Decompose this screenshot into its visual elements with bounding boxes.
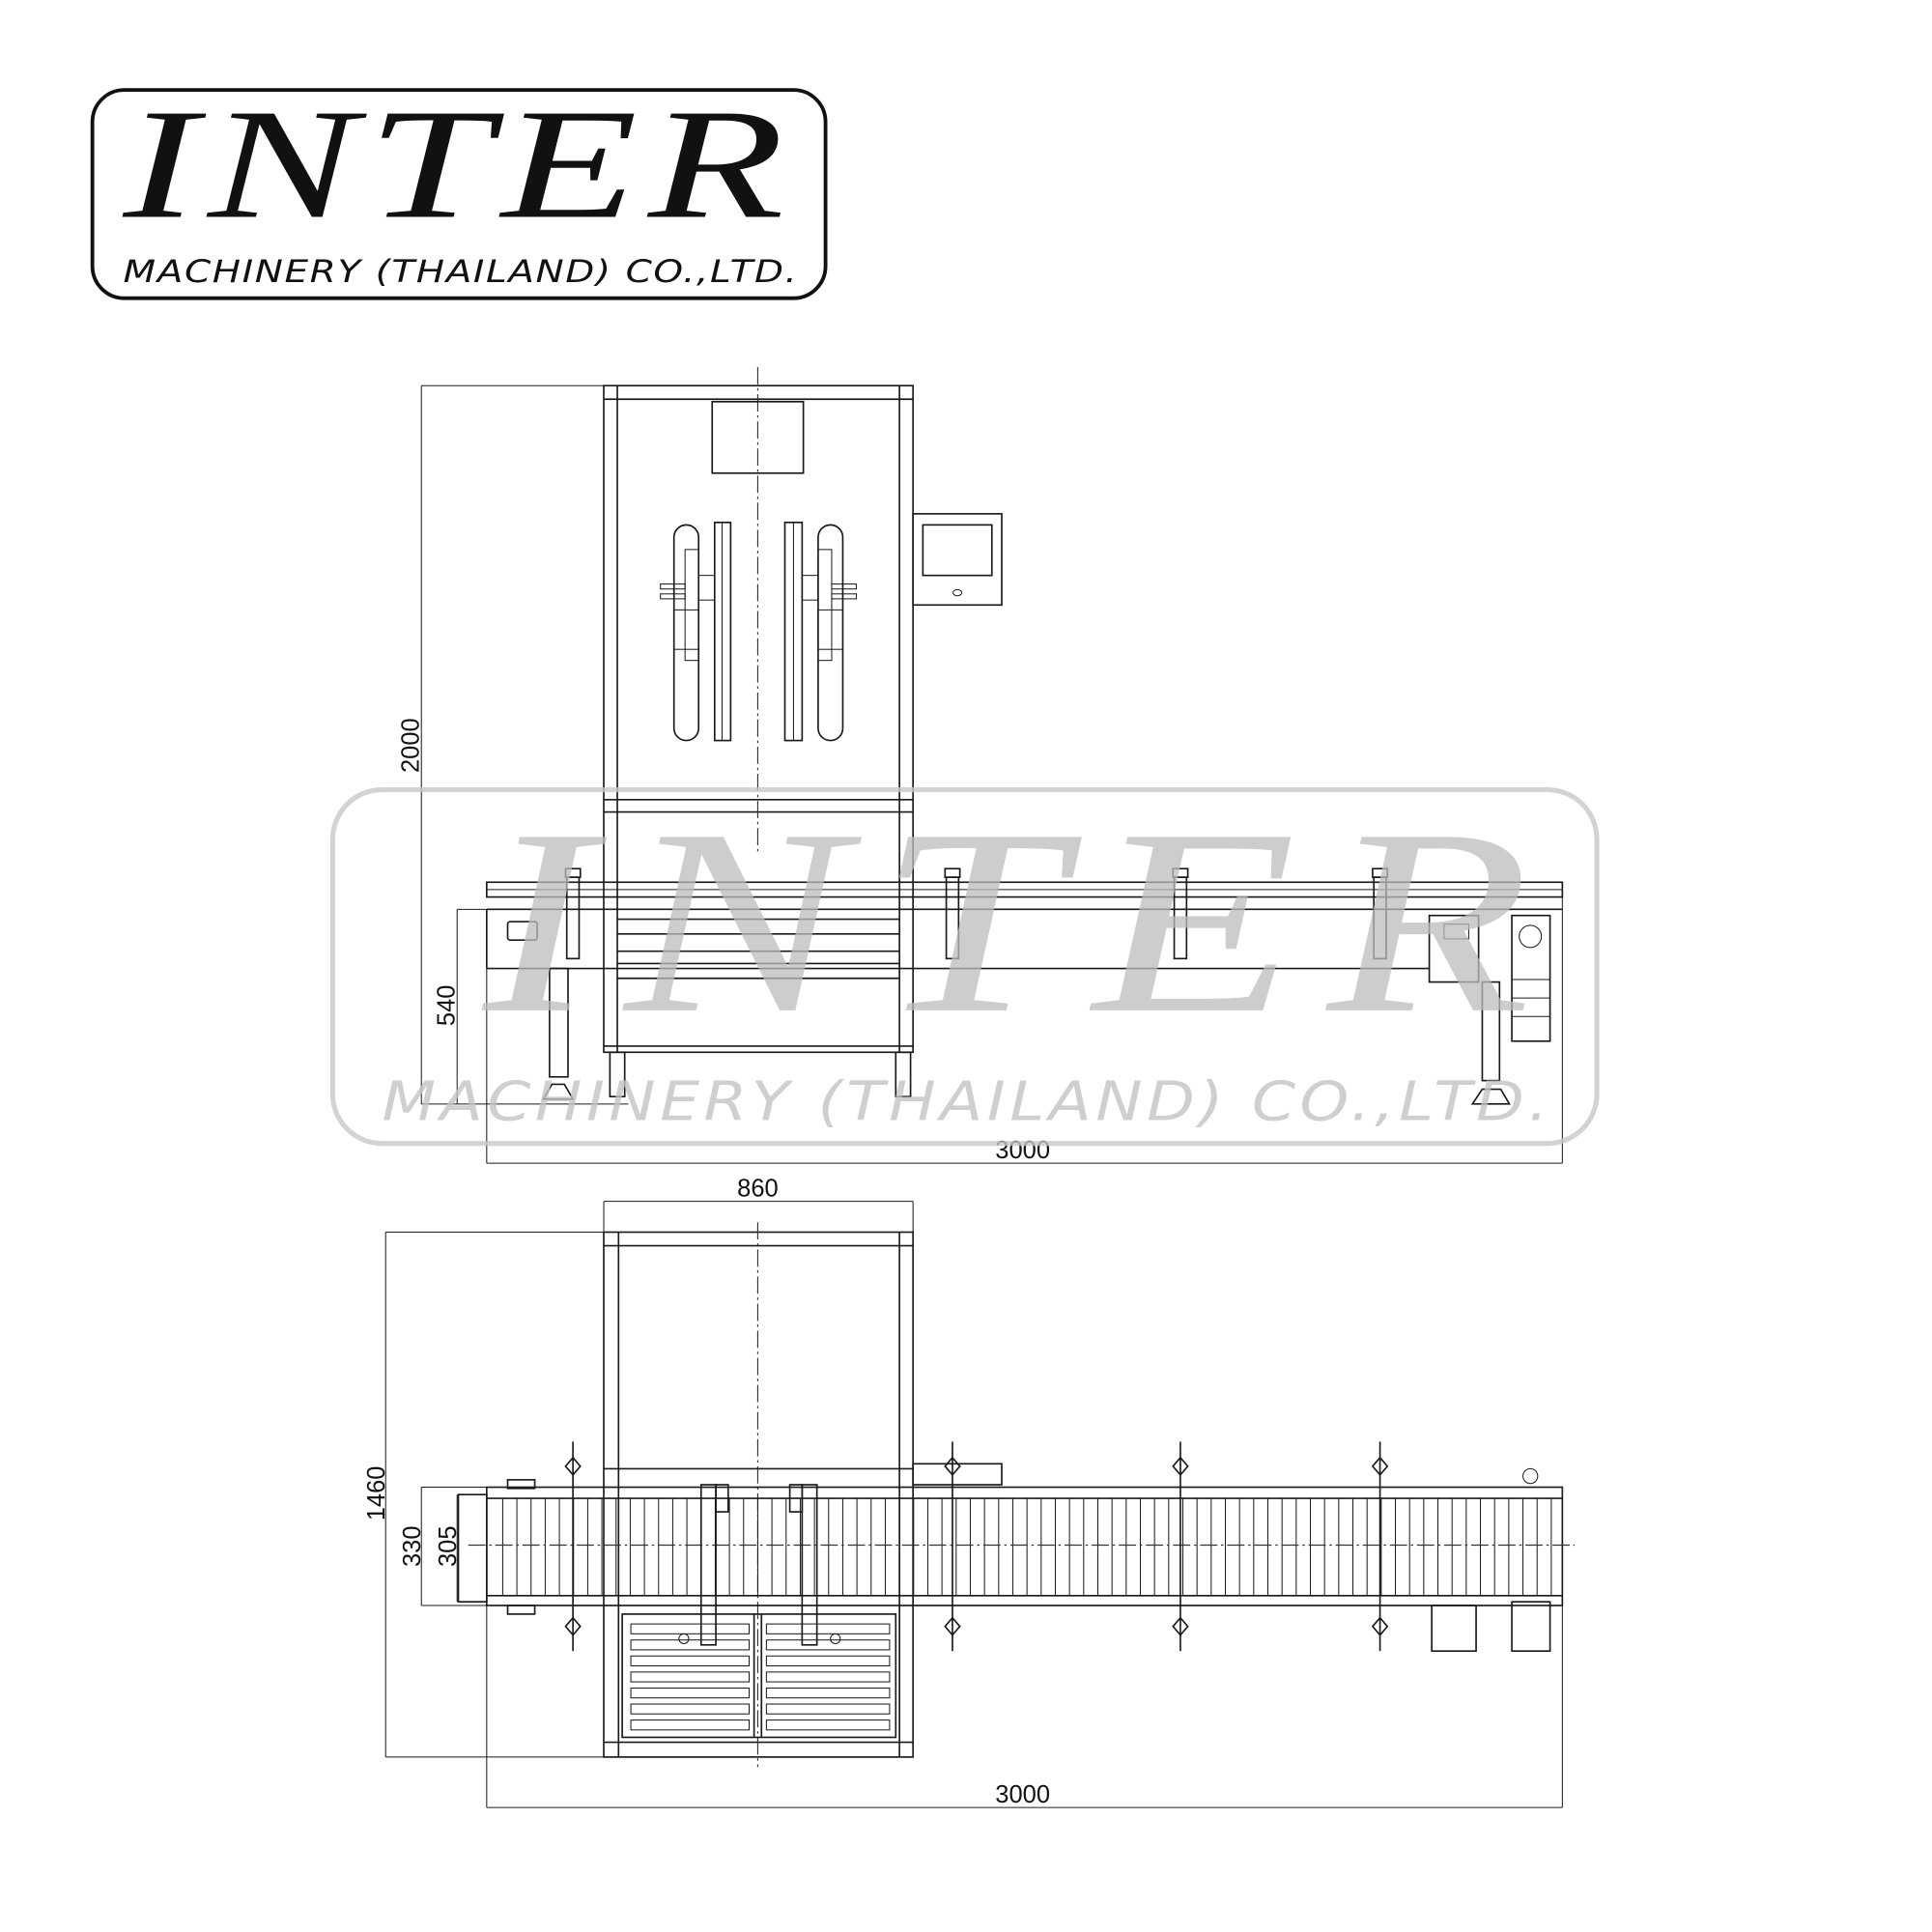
drawer-slat: [630, 1703, 751, 1715]
hmi-top: [912, 1463, 1003, 1486]
conveyor-height-dimension: 540: [434, 985, 461, 1027]
drawer-slat: [765, 1719, 891, 1731]
guide-knob: [944, 1456, 961, 1477]
guide-knob: [1371, 1456, 1389, 1477]
drawer-slat: [630, 1687, 751, 1699]
height-dimension: 2000: [398, 718, 425, 773]
guide-posts-top: [564, 1441, 1389, 1652]
guide-knob: [1172, 1456, 1189, 1477]
frame-width-dimension: 860: [737, 1176, 779, 1203]
watermark: INTER MACHINERY (THAILAND) CO.,LTD.: [329, 776, 1600, 1147]
drawer-slat: [630, 1623, 751, 1634]
drawer-slat: [765, 1655, 891, 1666]
logo-subtitle: MACHINERY (THAILAND) CO.,LTD.: [124, 253, 799, 290]
drawer-slat: [630, 1655, 751, 1666]
nozzle-bar-left: [699, 1484, 717, 1646]
watermark-name: INTER: [478, 776, 1561, 1068]
guide-knob: [564, 1456, 582, 1477]
company-logo: INTER MACHINERY (THAILAND) CO.,LTD.: [90, 77, 828, 300]
drawer-slat: [765, 1639, 891, 1651]
guide-knob: [564, 1616, 582, 1636]
conveyor-inner-dimension: 305: [435, 1525, 462, 1567]
watermark-subtitle: MACHINERY (THAILAND) CO.,LTD.: [382, 1070, 1552, 1133]
guide-knob: [1371, 1616, 1389, 1636]
top-view: 860 1460 330 305 3000: [363, 1176, 1576, 1808]
conveyor-front: [485, 867, 1564, 1105]
logo-name: INTER: [122, 77, 795, 251]
drawer-slat: [630, 1639, 751, 1651]
drawer-slat: [630, 1719, 751, 1731]
drawer-slat: [765, 1623, 891, 1634]
conveyor-outer-dimension: 330: [399, 1525, 426, 1567]
depth-dimension: 1460: [363, 1466, 390, 1521]
drawer-slat: [765, 1671, 891, 1683]
conveyor-top: [457, 1479, 1564, 1615]
guide-knob: [1172, 1616, 1189, 1636]
drawer-slat: [765, 1687, 891, 1699]
nozzle-bar-right: [801, 1484, 818, 1646]
hopper-box: [711, 400, 805, 474]
hmi-panel: [912, 513, 1003, 607]
filling-pistons: [660, 521, 857, 742]
drawer-slat: [630, 1671, 751, 1683]
top-length-dimension: 3000: [995, 1781, 1050, 1808]
drawer-slat: [765, 1703, 891, 1715]
front-view: 2000 540 3000: [398, 367, 1564, 1164]
drawer-units: [621, 1613, 897, 1739]
guide-posts: [564, 867, 1389, 960]
guide-knob: [944, 1616, 961, 1636]
